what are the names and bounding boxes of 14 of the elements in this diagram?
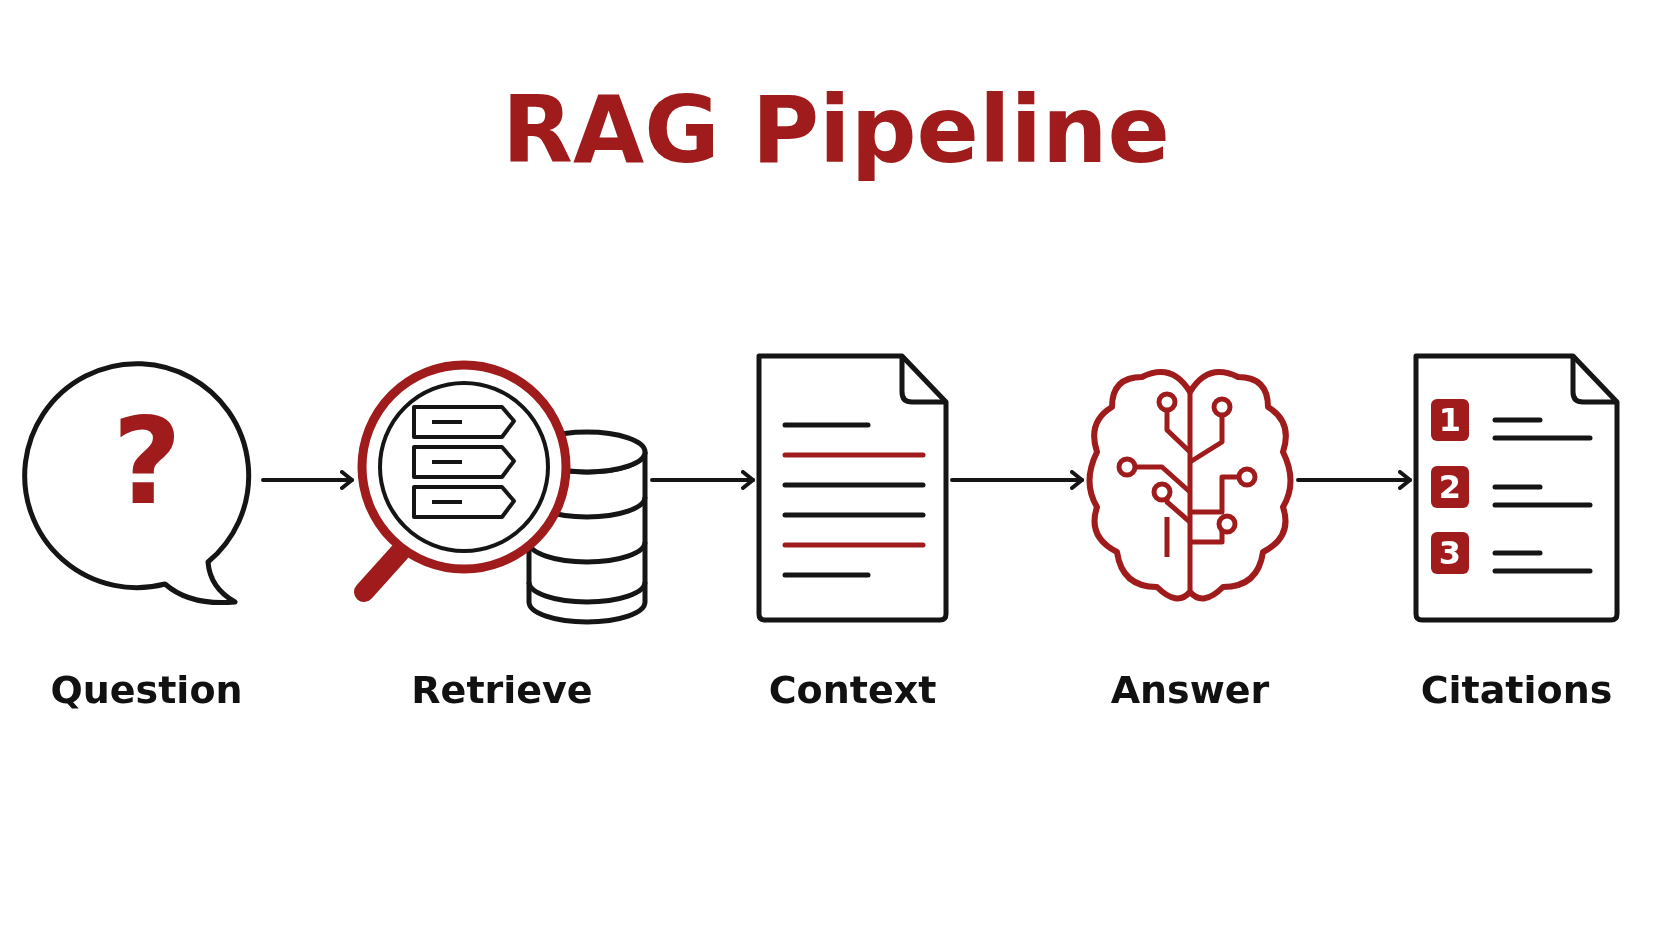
arrow xyxy=(950,470,1084,490)
question-mark: ? xyxy=(112,402,182,522)
title: RAG Pipeline xyxy=(501,80,1171,182)
arrow xyxy=(650,470,755,490)
step-label: Context xyxy=(768,670,937,712)
step-label: Citations xyxy=(1420,670,1613,712)
step-label: Answer xyxy=(1110,670,1270,712)
citation-number: 1 xyxy=(1431,399,1469,441)
arrow xyxy=(261,470,354,490)
citation-number: 3 xyxy=(1431,532,1469,574)
arrow xyxy=(1296,470,1412,490)
citation-number: 2 xyxy=(1431,466,1469,508)
step-label: Question xyxy=(50,670,243,712)
step-label: Retrieve xyxy=(411,670,593,712)
